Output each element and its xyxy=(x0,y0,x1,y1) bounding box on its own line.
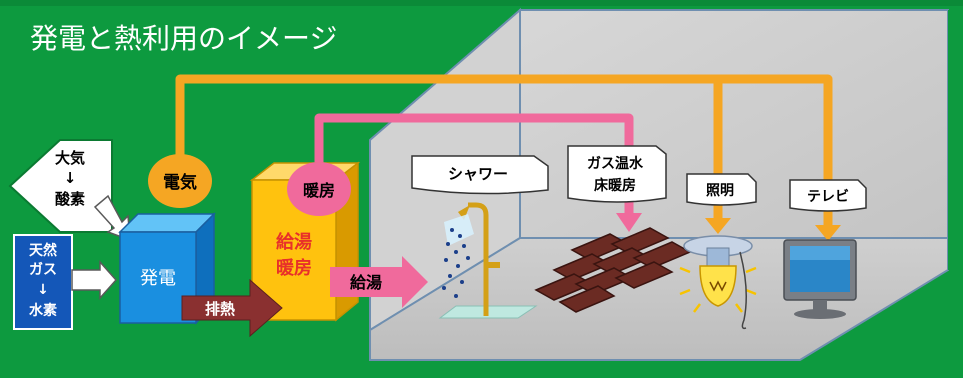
fuel-to-generator-arrow xyxy=(71,260,118,300)
exhaust-heat-label: 排熱 xyxy=(205,300,235,318)
arrow-to-floor-heating xyxy=(616,213,642,232)
floor-heating-label-1: ガス温水 xyxy=(587,155,644,172)
tank-label-heating: 暖房 xyxy=(276,257,312,279)
fuel-label-2: ガス xyxy=(29,262,57,278)
tv-icon xyxy=(783,239,857,319)
hot-water-label: 給湯 xyxy=(350,273,382,292)
floor-heating-label-2: 床暖房 xyxy=(594,177,636,194)
air-input: 大気 ↓ 酸素 xyxy=(8,139,113,233)
electricity-bubble: 電気 xyxy=(148,154,212,208)
hydrogen-label: 水素 xyxy=(29,302,57,319)
lighting-card: 照明 xyxy=(686,173,757,206)
shower-card: シャワー xyxy=(411,155,549,195)
electricity-label: 電気 xyxy=(163,172,197,193)
lighting-label: 照明 xyxy=(706,183,734,199)
fuel-input: 天然 ガス ↓ 水素 xyxy=(13,234,73,330)
tv-card: テレビ xyxy=(789,179,867,212)
light-bulb-icon xyxy=(679,235,757,330)
heating-label: 暖房 xyxy=(303,181,335,200)
floor-heating-card: ガス温水 床暖房 xyxy=(567,145,667,203)
tank-label-hot-water: 給湯 xyxy=(276,231,312,253)
fuel-label-1: 天然 xyxy=(29,242,57,259)
air-arrow: ↓ xyxy=(64,169,77,187)
page-title: 発電と熱利用のイメージ xyxy=(30,22,337,55)
exhaust-heat-arrow: 排熱 xyxy=(181,278,283,338)
air-label: 大気 xyxy=(55,149,85,167)
oxygen-label: 酸素 xyxy=(55,190,85,208)
fuel-arrow: ↓ xyxy=(37,282,49,298)
tv-label: テレビ xyxy=(807,189,849,205)
arrow-to-lighting xyxy=(705,218,731,234)
arrow-to-tv xyxy=(815,225,841,241)
generator-label: 発電 xyxy=(140,268,176,289)
heating-bubble: 暖房 xyxy=(287,162,351,216)
hot-water-arrow: 給湯 xyxy=(330,256,428,308)
floor-heating-icon xyxy=(534,227,692,313)
shower-icon xyxy=(438,202,538,319)
shower-label: シャワー xyxy=(448,165,508,183)
